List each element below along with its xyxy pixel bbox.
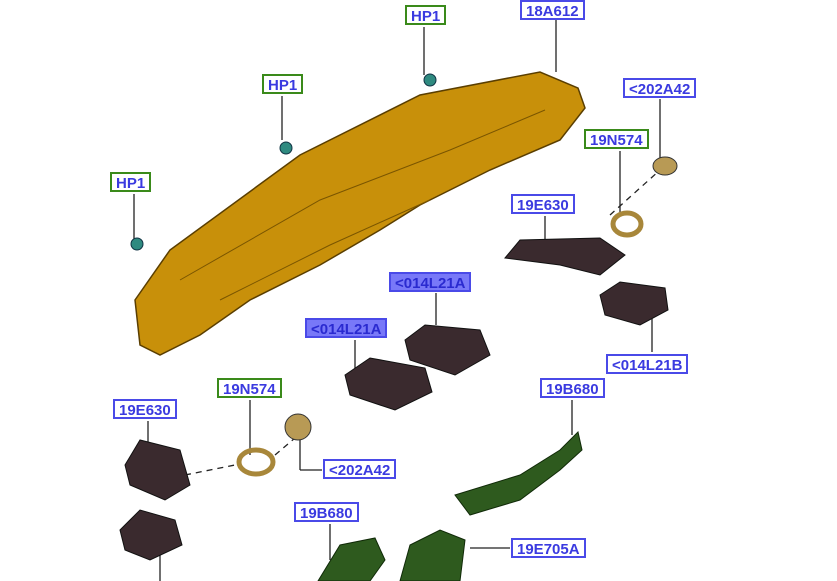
callout-19n574[interactable]: 19N574 (217, 378, 282, 398)
ducts (317, 431, 583, 581)
callout-19e630[interactable]: 19E630 (113, 399, 177, 419)
callout-014l21b[interactable]: <014L21B (606, 354, 689, 374)
callout-hp1[interactable]: HP1 (110, 172, 152, 192)
callout-19e705a[interactable]: 19E705A (511, 538, 586, 558)
callout-202a42[interactable]: <202A42 (323, 459, 397, 479)
vents (119, 237, 669, 561)
callout-18a612[interactable]: 18A612 (520, 0, 585, 20)
instrument-panel (134, 71, 586, 356)
callout-202a42[interactable]: <202A42 (623, 78, 697, 98)
callout-19n574[interactable]: 19N574 (584, 129, 649, 149)
leader-lines (133, 20, 661, 581)
callout-014l21a[interactable]: <014L21A (305, 318, 388, 338)
callout-19b680[interactable]: 19B680 (294, 502, 359, 522)
callout-19b680[interactable]: 19B680 (540, 378, 605, 398)
clips (130, 73, 437, 251)
callout-014l21a[interactable]: <014L21A (389, 272, 472, 292)
callout-hp1[interactable]: HP1 (262, 74, 304, 94)
callout-hp1[interactable]: HP1 (405, 5, 447, 25)
callout-19e630[interactable]: 19E630 (511, 194, 575, 214)
